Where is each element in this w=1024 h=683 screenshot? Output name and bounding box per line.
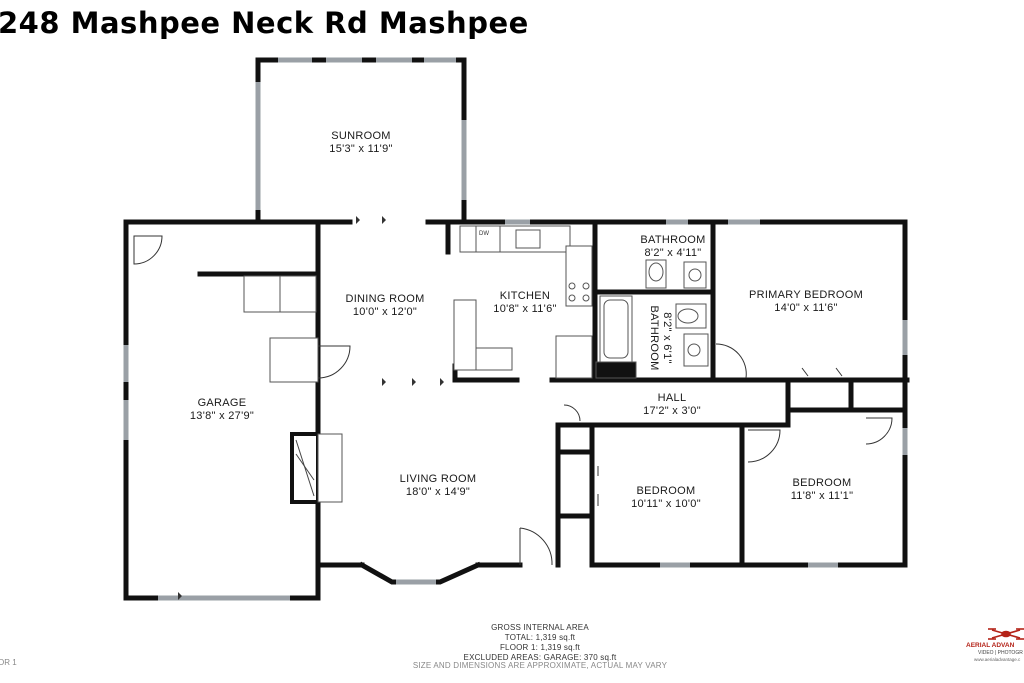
room-name-kitchen: KITCHEN bbox=[500, 290, 550, 302]
room-size-kitchen: 10'8" x 11'6" bbox=[493, 303, 556, 315]
room-size-bedroom-1: 10'11" x 10'0" bbox=[631, 498, 701, 510]
room-name-sunroom: SUNROOM bbox=[331, 130, 391, 142]
room-size-living-room: 18'0" x 14'9" bbox=[406, 486, 470, 498]
floor-tag: OR 1 bbox=[0, 658, 17, 667]
area-excluded: EXCLUDED AREAS: GARAGE: 370 sq.ft bbox=[463, 653, 617, 662]
property-address-title: 248 Mashpee Neck Rd Mashpee bbox=[0, 6, 529, 40]
room-name-bathroom-1: BATHROOM bbox=[640, 234, 705, 246]
windows bbox=[123, 57, 908, 601]
room-name-dining-room: DINING ROOM bbox=[345, 293, 424, 305]
brand-subtitle: VIDEO | PHOTOGR bbox=[978, 650, 1023, 656]
room-size-hall: 17'2" x 3'0" bbox=[643, 405, 701, 417]
room-name-bedroom-1: BEDROOM bbox=[637, 485, 696, 497]
room-name-bedroom-2: BEDROOM bbox=[793, 477, 852, 489]
room-name-bathroom-2: BATHROOM bbox=[648, 305, 660, 370]
area-total: TOTAL: 1,319 sq.ft bbox=[504, 633, 576, 642]
room-size-garage: 13'8" x 27'9" bbox=[190, 410, 254, 422]
dimensions-disclaimer: SIZE AND DIMENSIONS ARE APPROXIMATE, ACT… bbox=[412, 661, 668, 670]
room-size-primary-bedroom: 14'0" x 11'6" bbox=[774, 302, 837, 314]
opening-markers bbox=[178, 216, 444, 600]
dishwasher-label: DW bbox=[479, 231, 489, 237]
area-summary-heading: GROSS INTERNAL AREA bbox=[491, 623, 589, 632]
room-name-living-room: LIVING ROOM bbox=[400, 473, 477, 485]
room-size-sunroom: 15'3" x 11'9" bbox=[329, 143, 392, 155]
area-floor-1: FLOOR 1: 1,319 sq.ft bbox=[499, 643, 581, 652]
brand-logo: AERIAL ADVAN VIDEO | PHOTOGR www.aeriala… bbox=[966, 626, 1024, 662]
room-size-dining-room: 10'0" x 12'0" bbox=[353, 306, 417, 318]
room-size-bathroom-1: 8'2" x 4'11" bbox=[645, 247, 702, 259]
door-swings bbox=[133, 235, 893, 566]
garage-fixtures bbox=[243, 275, 343, 504]
brand-website: www.aerialadvantage.c bbox=[974, 657, 1021, 662]
room-name-primary-bedroom: PRIMARY BEDROOM bbox=[749, 289, 863, 301]
drone-icon bbox=[988, 628, 1024, 640]
room-labels: SUNROOM 15'3" x 11'9" DINING ROOM 10'0" … bbox=[190, 130, 863, 510]
walls bbox=[123, 57, 910, 601]
room-size-bedroom-2: 11'8" x 11'1" bbox=[791, 490, 854, 502]
room-name-garage: GARAGE bbox=[198, 397, 247, 409]
brand-name: AERIAL ADVAN bbox=[966, 642, 1015, 649]
room-size-bathroom-2: 8'2" x 6'1" bbox=[661, 312, 673, 363]
room-name-hall: HALL bbox=[658, 392, 687, 404]
bathroom-fixtures bbox=[595, 259, 709, 379]
kitchen-fixtures bbox=[453, 225, 593, 379]
